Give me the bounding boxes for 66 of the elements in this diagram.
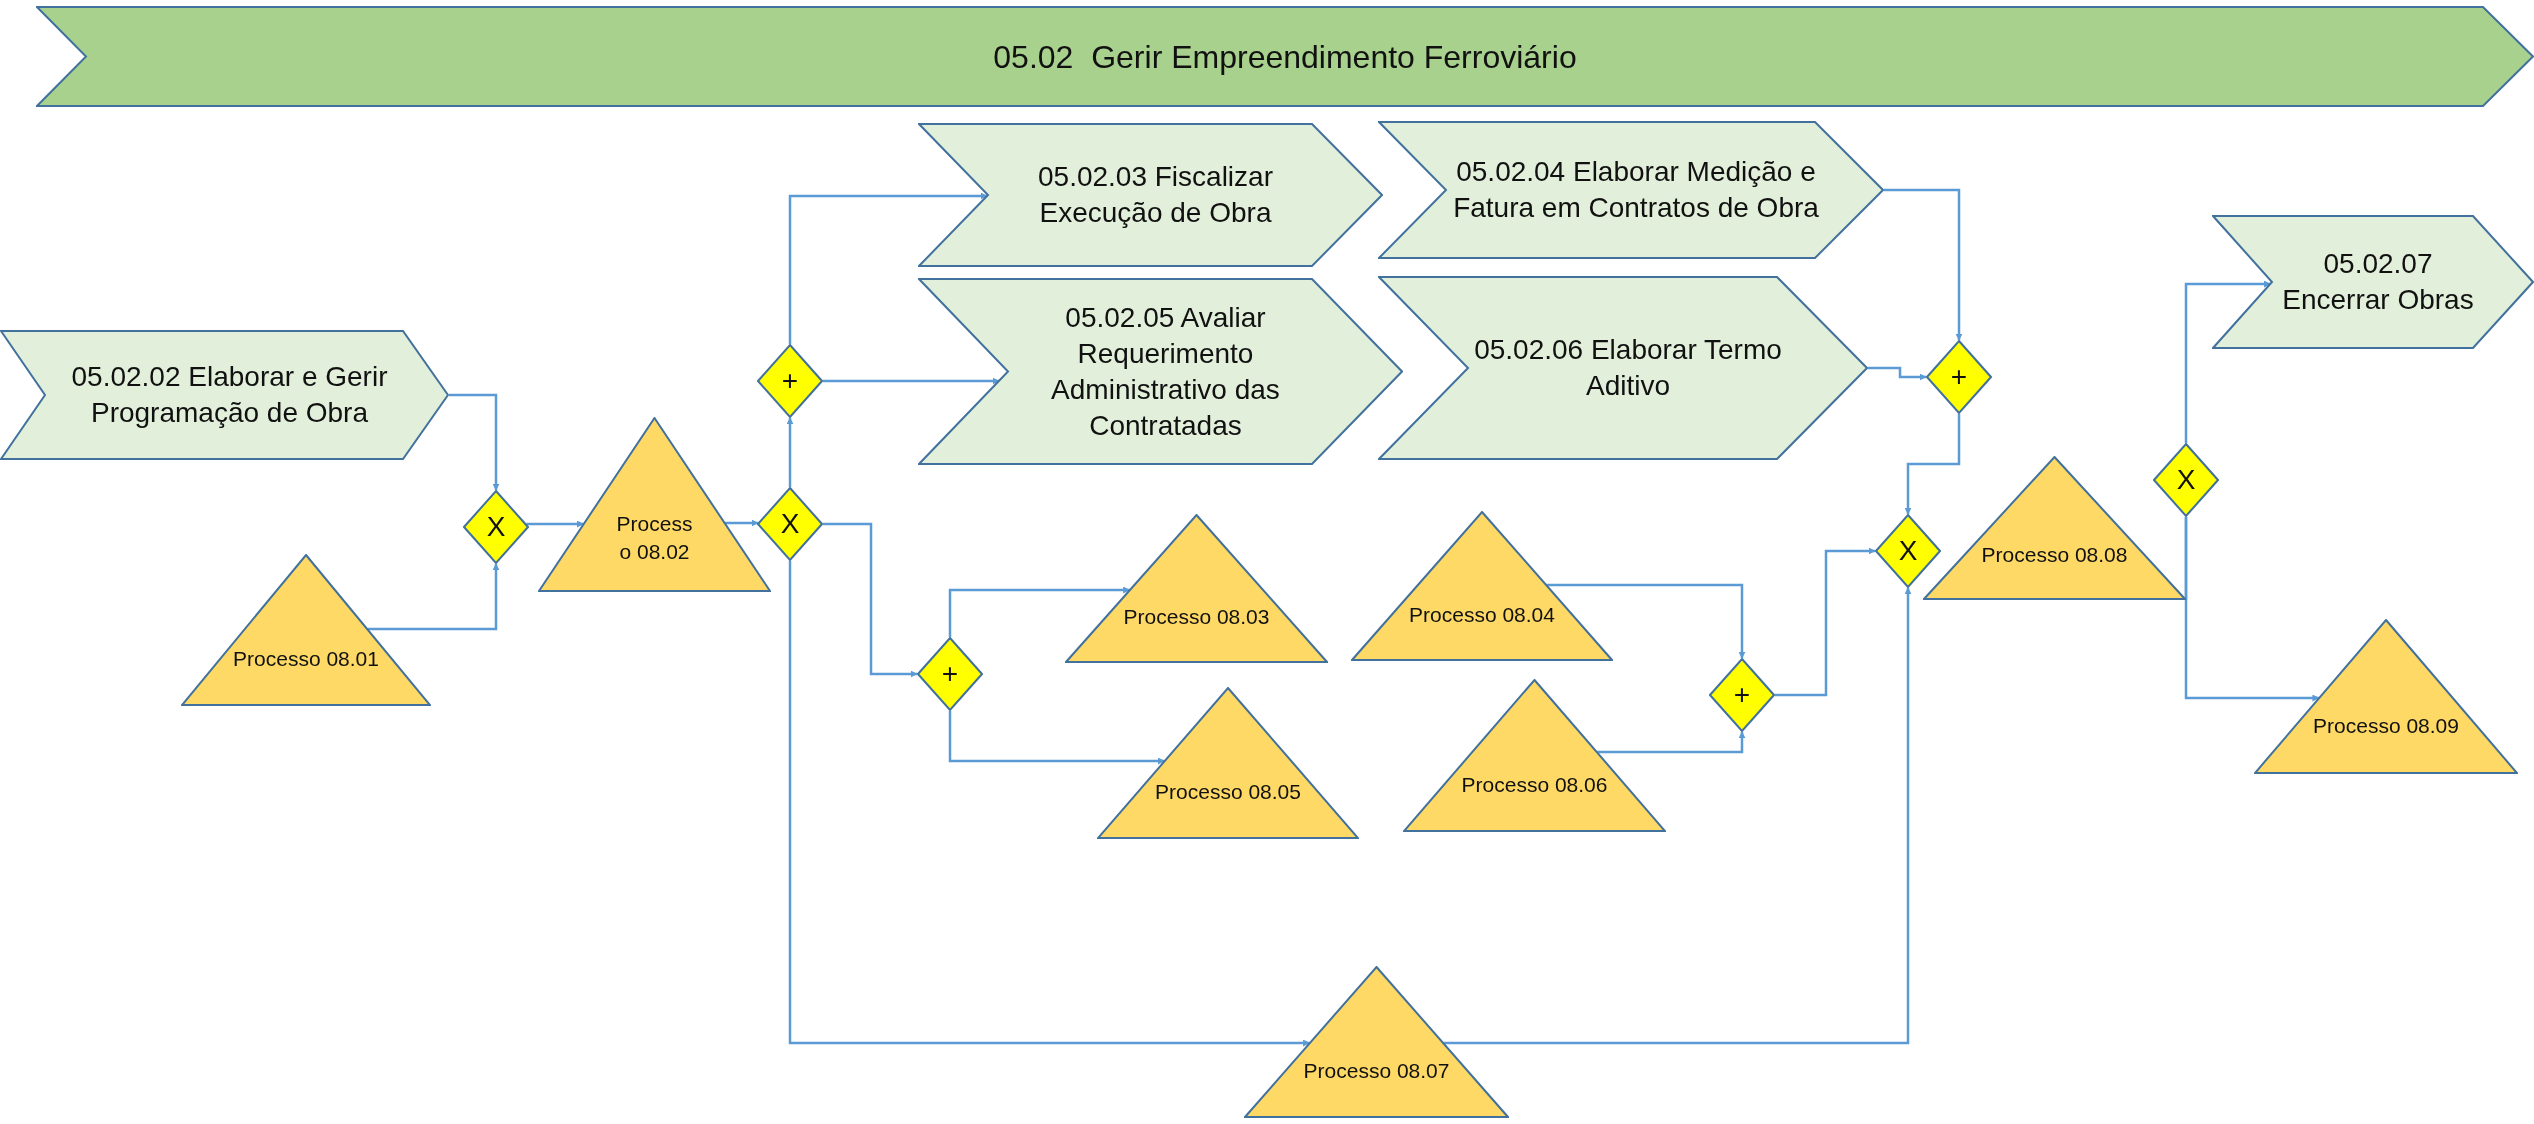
- process-triangle: [1351, 511, 1613, 661]
- process-label: Processo 08.05: [1155, 778, 1301, 805]
- process-label: Processo 08.03: [1123, 603, 1270, 630]
- process-label: Processo 08.06: [1461, 771, 1608, 798]
- arrow: [725, 519, 759, 527]
- gateway-diamond: [2153, 443, 2219, 517]
- process-step-shape: [1378, 276, 1868, 460]
- process-triangle: [1097, 687, 1359, 839]
- gateway-label: X: [486, 510, 506, 544]
- arrow: [2184, 517, 2320, 702]
- arrow: [367, 563, 500, 631]
- gateway-label: +: [1733, 678, 1751, 712]
- gateway-label: +: [941, 657, 959, 691]
- arrow: [1904, 414, 1961, 515]
- process-label: Processo 08.01: [233, 645, 379, 672]
- process-label: 05.02.03 Fiscalizar Execução de Obra: [1037, 160, 1274, 230]
- process-label: 05.02.02 Elaborar e Gerir Programação de Obra: [70, 360, 389, 430]
- process-label: 05.02.06 Elaborar Termo Aditivo: [1473, 333, 1783, 403]
- process-triangle: [1244, 966, 1509, 1118]
- arrow: [1868, 366, 1927, 381]
- arrow: [1546, 583, 1746, 659]
- arrow: [1597, 731, 1746, 754]
- process-label: 05.02.04 Elaborar Medição e Fatura em Contratos de Obra: [1452, 155, 1820, 225]
- process-label: Processo 08.09: [2313, 712, 2459, 739]
- gateway-diamond: [917, 637, 983, 711]
- arrow: [788, 561, 1311, 1047]
- arrow: [526, 520, 584, 528]
- gateway-label: X: [2176, 463, 2196, 497]
- process-label: Processo 08.04: [1409, 601, 1555, 628]
- process-step-shape: [0, 330, 449, 460]
- arrow: [823, 377, 1000, 385]
- arrow: [786, 417, 794, 487]
- gateway-diamond: [463, 490, 529, 564]
- process-label: Processo 08.07: [1303, 1057, 1450, 1084]
- arrow: [948, 711, 1165, 765]
- title-banner: [36, 6, 2534, 107]
- gateway-label: X: [1898, 534, 1918, 568]
- gateway-label: X: [780, 507, 800, 541]
- gateway-diamond: [1875, 514, 1941, 588]
- arrow: [1443, 587, 1912, 1045]
- process-triangle: [2254, 619, 2518, 774]
- process-label: 05.02.07 Encerrar Obras: [2281, 247, 2475, 317]
- gateway-diamond: [1709, 658, 1775, 732]
- arrow: [1884, 188, 1963, 341]
- gateway-label: +: [781, 364, 799, 398]
- arrow: [788, 192, 988, 344]
- process-label: Processo 08.08: [1981, 542, 2128, 569]
- process-step-shape: [918, 278, 1403, 465]
- process-label: Process o 08.02: [615, 510, 694, 565]
- process-label: 05.02.05 Avaliar Requerimento Administrativo das Contratadas: [1050, 300, 1281, 443]
- gateway-diamond: [1926, 340, 1992, 414]
- arrow: [948, 586, 1131, 637]
- process-triangle: [538, 417, 771, 592]
- process-triangle: [181, 554, 431, 706]
- arrow: [823, 522, 918, 678]
- gateway-diamond: [757, 344, 823, 418]
- gateway-diamond: [757, 487, 823, 561]
- arrow: [1775, 547, 1876, 697]
- arrow: [449, 393, 500, 491]
- process-triangle: [1065, 514, 1328, 663]
- process-step-shape: [1378, 121, 1884, 259]
- banner-title: 05.02 Gerir Empreendimento Ferroviário: [993, 37, 1577, 77]
- process-step-shape: [918, 123, 1383, 267]
- process-step-shape: [2212, 215, 2534, 349]
- gateway-label: +: [1950, 360, 1968, 394]
- process-triangle: [1403, 679, 1666, 832]
